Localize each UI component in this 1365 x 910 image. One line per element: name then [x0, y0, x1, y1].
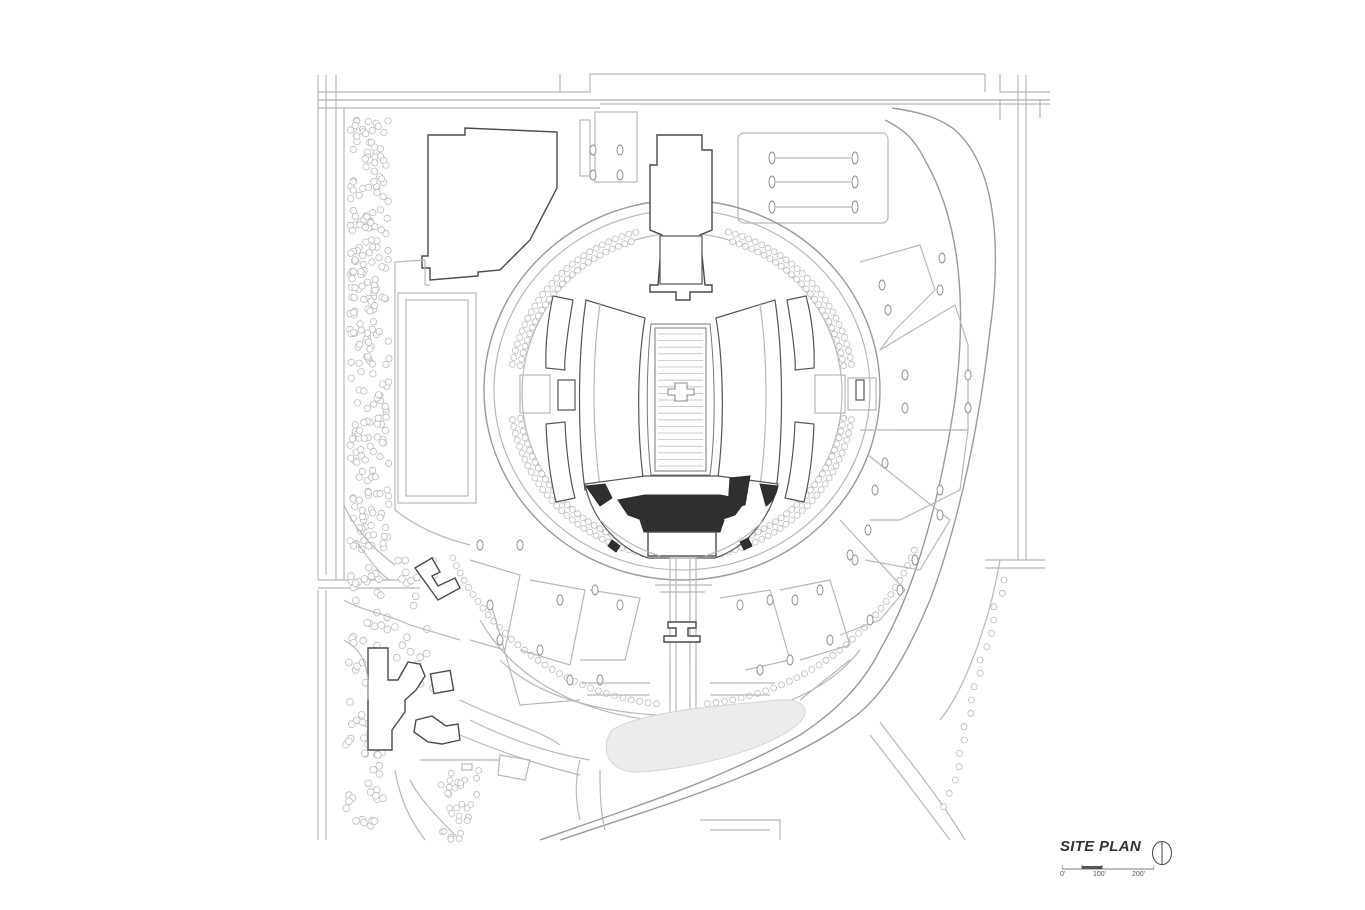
scale-bar — [1062, 865, 1154, 870]
site-plan-title: SITE PLAN — [1060, 838, 1142, 855]
pond — [605, 699, 806, 773]
northwest-building — [421, 127, 558, 281]
stadium-bowl — [545, 295, 865, 559]
tree-column-west — [342, 116, 1008, 843]
scale-label-200: 200' — [1132, 871, 1146, 878]
title-block: SITE PLAN 0' 100' 200' — [1060, 838, 1180, 882]
scale-label-0: 0' — [1060, 871, 1066, 878]
southwest-buildings — [367, 557, 531, 781]
north-endzone-building — [649, 134, 713, 301]
north-arrow-icon — [1152, 841, 1172, 865]
west-paths — [343, 504, 561, 841]
practice-field — [394, 259, 477, 546]
north-parking-area — [579, 111, 889, 224]
scale-label-100: 100' — [1093, 871, 1107, 878]
tree-ring — [449, 228, 918, 708]
